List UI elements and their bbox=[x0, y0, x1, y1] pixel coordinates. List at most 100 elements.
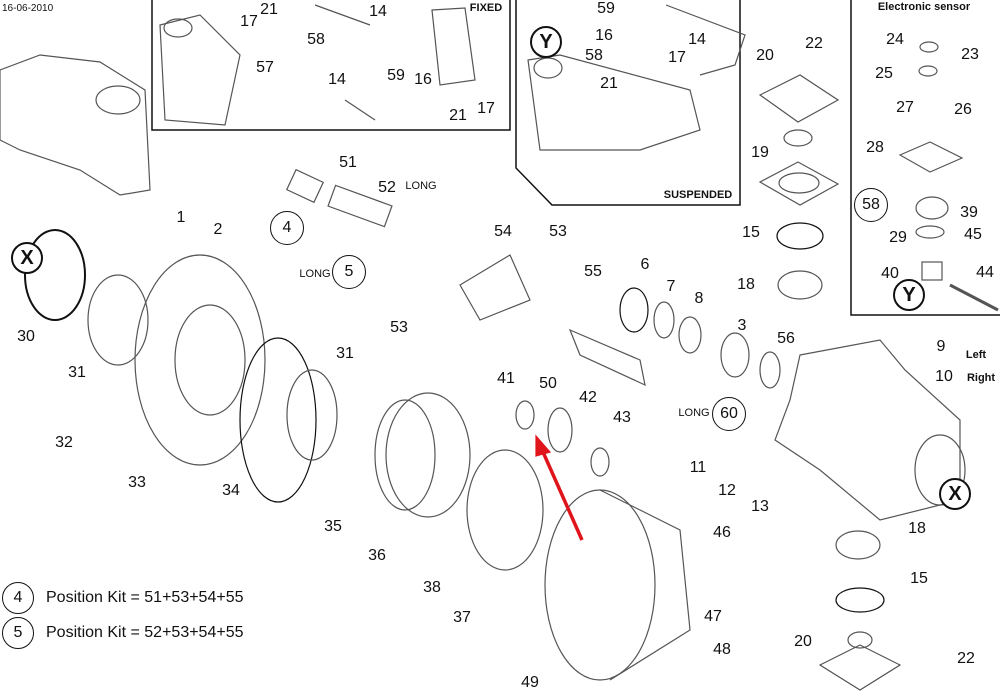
part-callout: 22 bbox=[957, 650, 975, 667]
variant-symbol: X bbox=[11, 242, 43, 274]
part-callout: 26 bbox=[954, 101, 972, 118]
part-callout: 46 bbox=[713, 524, 731, 541]
part-callout: 23 bbox=[961, 46, 979, 63]
fixed-housing bbox=[159, 14, 241, 126]
part-callout: 18 bbox=[737, 276, 755, 293]
bearing-31b bbox=[286, 369, 338, 461]
seal-30 bbox=[24, 229, 86, 321]
bearing-31 bbox=[87, 274, 149, 366]
gasket bbox=[758, 161, 840, 206]
part-callout: 33 bbox=[128, 474, 146, 491]
part-callout: 21 bbox=[449, 107, 467, 124]
seal-15 bbox=[776, 222, 824, 250]
part-callout: 42 bbox=[579, 389, 597, 406]
axle-housing bbox=[0, 54, 151, 196]
bearing-18 bbox=[777, 270, 823, 300]
fixed-inset-frame bbox=[151, 0, 511, 131]
part-callout: 54 bbox=[494, 223, 512, 240]
drum-46 bbox=[544, 489, 656, 681]
part-callout: 27 bbox=[896, 99, 914, 116]
part-callout: 17 bbox=[240, 13, 258, 30]
kit-callout: 5 bbox=[332, 255, 366, 289]
part-callout: 16 bbox=[414, 71, 432, 88]
ring-gear-36 bbox=[385, 392, 471, 518]
part-callout: 6 bbox=[640, 256, 650, 273]
hub-33 bbox=[134, 254, 266, 466]
part-callout: 38 bbox=[423, 579, 441, 596]
part-callout: 18 bbox=[908, 520, 926, 537]
part-callout: 59 bbox=[597, 0, 615, 17]
part-callout: 17 bbox=[477, 100, 495, 117]
part-callout: 21 bbox=[600, 75, 618, 92]
legend-text: Position Kit = 52+53+54+55 bbox=[46, 624, 244, 641]
kit-number-circle: 4 bbox=[2, 582, 34, 614]
part-callout: Right bbox=[966, 372, 996, 384]
part-callout: 58 bbox=[307, 31, 325, 48]
kit-callout: 58 bbox=[854, 188, 888, 222]
fixed-inset-title: FIXED bbox=[469, 2, 503, 14]
variant-symbol: X bbox=[939, 478, 971, 510]
part-callout: LONG bbox=[299, 268, 331, 280]
part-callout: 3 bbox=[737, 317, 747, 334]
part-callout: 14 bbox=[688, 31, 706, 48]
part-callout: 17 bbox=[668, 49, 686, 66]
part-callout: 22 bbox=[805, 35, 823, 52]
part-callout: 29 bbox=[889, 229, 907, 246]
part-callout: 2 bbox=[213, 221, 223, 238]
part-callout: 14 bbox=[369, 3, 387, 20]
part-callout: 16 bbox=[595, 27, 613, 44]
part-callout: 59 bbox=[387, 67, 405, 84]
part-callout: 10 bbox=[935, 368, 953, 385]
part-callout: 15 bbox=[742, 224, 760, 241]
part-callout: 20 bbox=[794, 633, 812, 650]
red-arrowhead bbox=[535, 434, 552, 457]
kit-number-circle: 5 bbox=[2, 617, 34, 649]
part-callout: 44 bbox=[976, 264, 994, 281]
part-callout: 20 bbox=[756, 47, 774, 64]
legend-kit-4: 4 Position Kit = 51+53+54+55 bbox=[2, 582, 244, 614]
date-stamp: 16-06-2010 bbox=[2, 3, 54, 14]
yoke-54 bbox=[459, 254, 531, 321]
part-callout: 32 bbox=[55, 434, 73, 451]
legend-kit-5: 5 Position Kit = 52+53+54+55 bbox=[2, 617, 244, 649]
part-callout: 25 bbox=[875, 65, 893, 82]
part-callout: 31 bbox=[68, 364, 86, 381]
variant-symbol: Y bbox=[530, 26, 562, 58]
part-callout: LONG bbox=[678, 407, 710, 419]
top-cover bbox=[758, 74, 840, 123]
part-callout: 58 bbox=[585, 47, 603, 64]
part-callout: 12 bbox=[718, 482, 736, 499]
part-callout: 28 bbox=[866, 139, 884, 156]
suspended-inset-title: SUSPENDED bbox=[663, 189, 733, 201]
part-callout: 13 bbox=[751, 498, 769, 515]
shaft-55 bbox=[568, 328, 646, 387]
part-callout: 51 bbox=[339, 154, 357, 171]
part-callout: 34 bbox=[222, 482, 240, 499]
part-callout: 40 bbox=[881, 265, 899, 282]
sensor-inset-frame bbox=[850, 0, 1000, 316]
kit-callout: 4 bbox=[270, 211, 304, 245]
carrier-38 bbox=[466, 449, 544, 571]
part-callout: 57 bbox=[256, 59, 274, 76]
part-callout: Left bbox=[965, 349, 987, 361]
steering-knuckle bbox=[774, 339, 961, 521]
part-callout: 31 bbox=[336, 345, 354, 362]
part-callout: 53 bbox=[390, 319, 408, 336]
part-callout: 56 bbox=[777, 330, 795, 347]
part-callout: 41 bbox=[497, 370, 515, 387]
part-callout: 37 bbox=[453, 609, 471, 626]
part-callout: 50 bbox=[539, 375, 557, 392]
part-callout: 7 bbox=[666, 278, 676, 295]
part-callout: 24 bbox=[886, 31, 904, 48]
part-callout: 49 bbox=[521, 674, 539, 691]
suspended-housing bbox=[527, 54, 701, 151]
part-callout: 53 bbox=[549, 223, 567, 240]
part-callout: 30 bbox=[17, 328, 35, 345]
part-callout: 15 bbox=[910, 570, 928, 587]
part-callout: 8 bbox=[694, 290, 704, 307]
part-callout: 47 bbox=[704, 608, 722, 625]
red-arrow bbox=[541, 451, 584, 541]
part-callout: 21 bbox=[260, 1, 278, 18]
